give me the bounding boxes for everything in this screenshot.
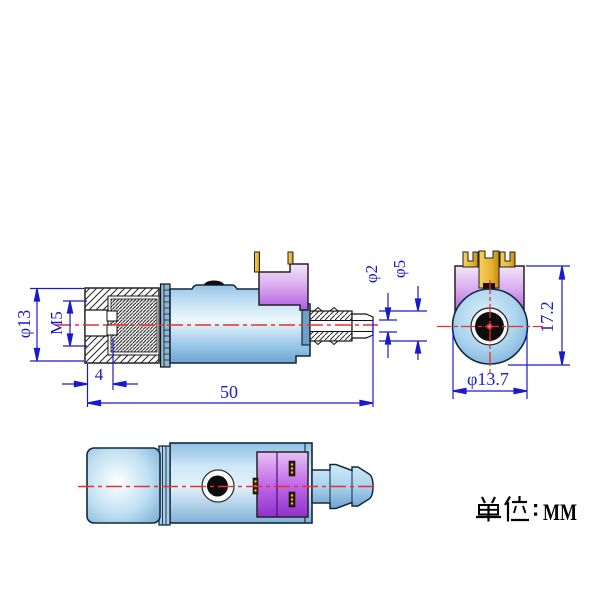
mounting-block-section: [84, 287, 160, 364]
unit-mm-text: MM: [543, 500, 577, 525]
end-view: [437, 250, 543, 376]
unit-colon: [534, 504, 538, 516]
side-view-dimensions: [30, 286, 427, 407]
barb-tube-section: [309, 306, 374, 346]
dim-phi5-label: φ5: [390, 260, 409, 278]
dim-17-2-label: 17.2: [537, 301, 557, 333]
bottom-connector: [256, 451, 309, 518]
dim-m5-label: M5: [47, 311, 66, 335]
bottom-view: [78, 442, 377, 526]
pin-forks: [462, 250, 516, 289]
pin-right: [287, 251, 294, 265]
dim-phi2-label: φ2: [362, 265, 381, 283]
pin-base-tip: [483, 283, 495, 289]
unit-label: MM: [476, 495, 577, 525]
bottom-cylinder: [86, 447, 161, 524]
end-view-dimensions: [452, 265, 570, 399]
dim-4-label: 4: [95, 365, 104, 384]
dim-phi13-label: φ13: [14, 310, 34, 338]
unit-char-dan: [476, 496, 501, 522]
unit-char-wei: [504, 495, 529, 522]
dim-50-label: 50: [220, 382, 238, 402]
m5-thread-hole: [84, 309, 109, 337]
body-dome-bump: [204, 280, 224, 285]
connector-block-side: [258, 263, 309, 311]
pin-left: [254, 251, 260, 273]
side-section-view: [55, 251, 378, 368]
bottom-center-hole: [207, 475, 228, 497]
dim-phi13-7-label: φ13.7: [467, 369, 509, 389]
